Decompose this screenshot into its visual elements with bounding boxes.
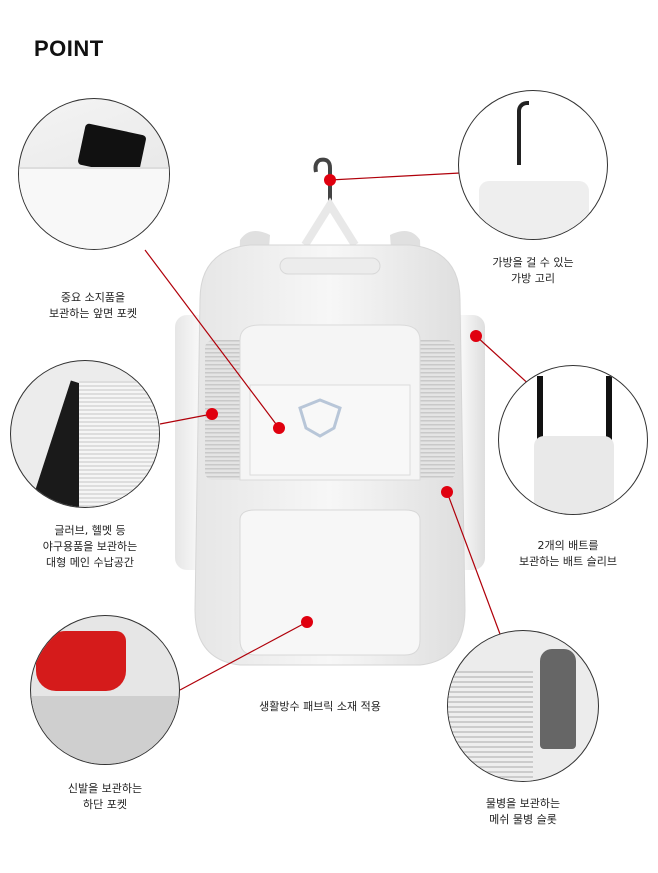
label-fabric: 생활방수 패브릭 소재 적용 [259, 700, 381, 713]
hotspot-main-compartment [206, 408, 218, 420]
hotspot-bat-sleeve [470, 330, 482, 342]
hotspot-fabric [301, 616, 313, 628]
detail-front-pocket [18, 98, 170, 250]
detail-bottle-slot [447, 630, 599, 782]
hotspot-bottle-slot [441, 486, 453, 498]
detail-main-compartment [10, 360, 160, 508]
detail-hook [458, 90, 608, 240]
bottle-icon [540, 649, 576, 749]
logo-icon [298, 398, 342, 438]
detail-bat-sleeve [498, 365, 648, 515]
hotspot-front-pocket [273, 422, 285, 434]
detail-bottom-pocket [30, 615, 180, 765]
hotspot-hook [324, 174, 336, 186]
hook-icon [313, 157, 332, 205]
section-title: POINT [34, 36, 104, 61]
